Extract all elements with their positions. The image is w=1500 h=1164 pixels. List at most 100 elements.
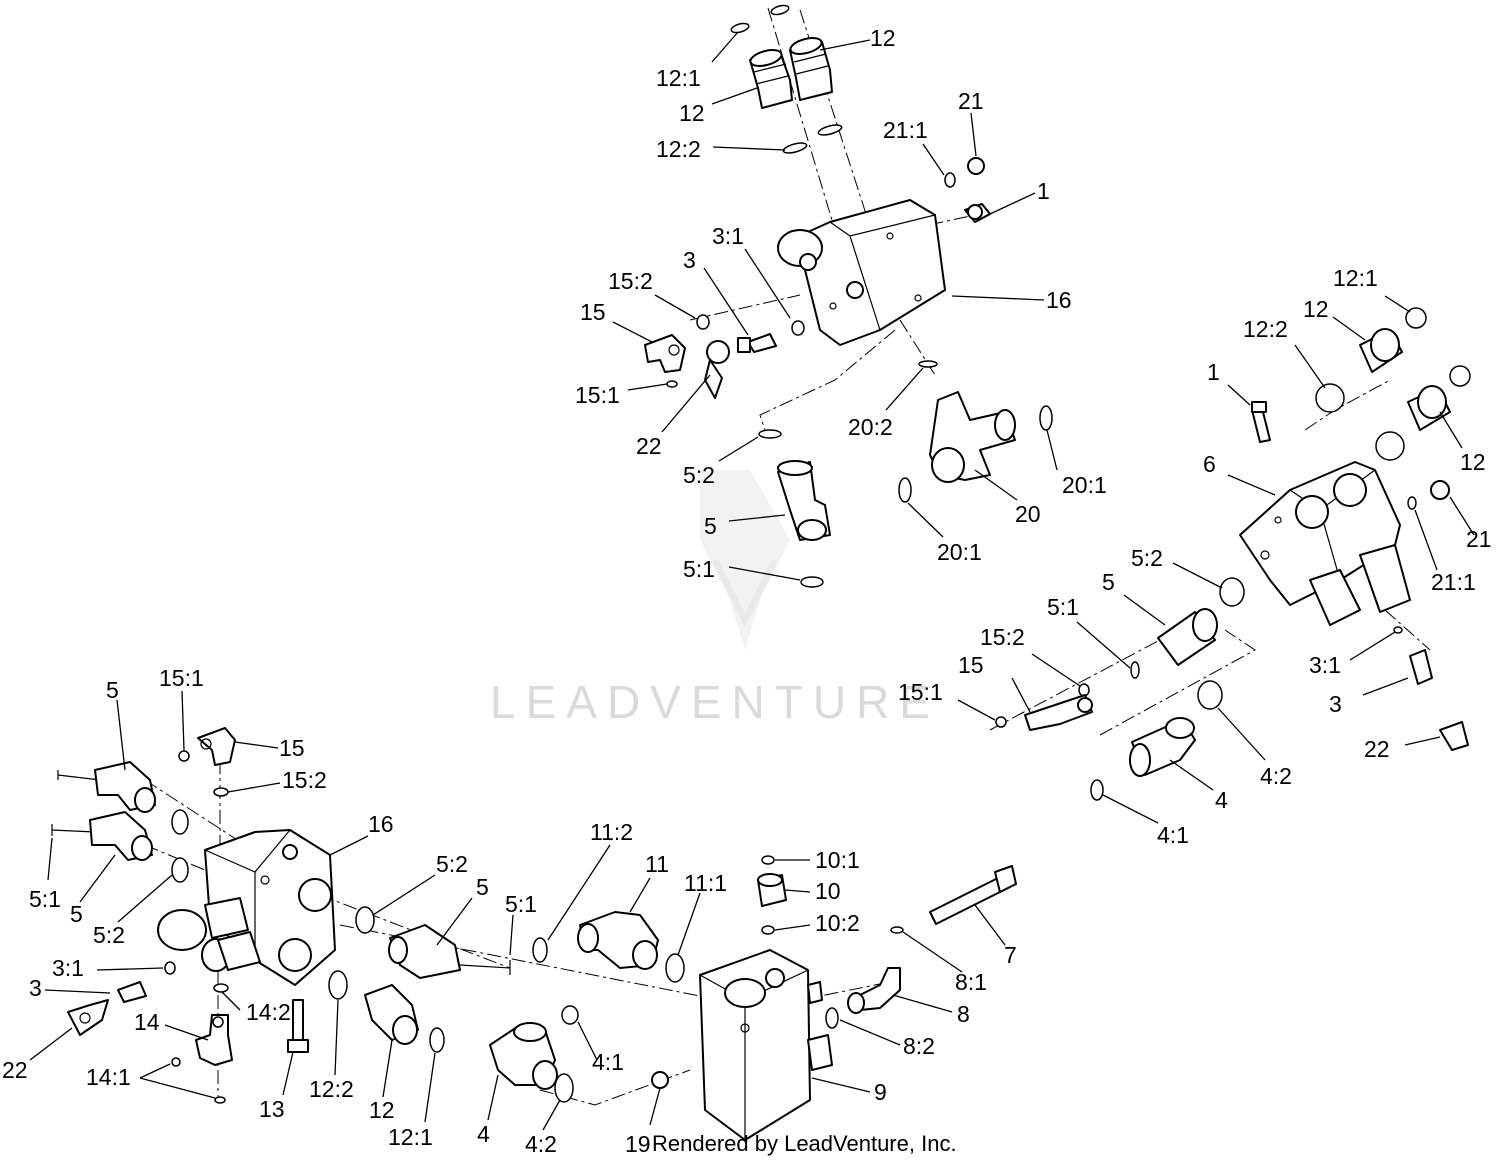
plug-19: [651, 1071, 669, 1089]
bolt-13: [287, 999, 309, 1053]
valve-block-16-top: [777, 199, 946, 346]
callout-label: 12:2: [1243, 316, 1288, 342]
callout-label: 3: [29, 975, 42, 1001]
callout-label: 15: [580, 299, 606, 325]
callout-label: 3: [1329, 691, 1342, 717]
callout-label: 4:2: [1260, 763, 1292, 789]
plug-1-top: [964, 203, 991, 223]
o-ring-15-1: [666, 380, 678, 388]
callout-label: 22: [636, 433, 662, 459]
fitting-5-bottom-upper: [57, 761, 156, 813]
o-ring-15-2-right: [1078, 683, 1090, 697]
callout-label: 12:1: [656, 65, 701, 91]
fitting-12-right: [789, 37, 833, 101]
callout-label: 21:1: [1431, 569, 1476, 595]
callout-label: 5: [1102, 569, 1115, 595]
callout-label: 15:1: [159, 665, 204, 691]
callout-label: 14:1: [86, 1064, 131, 1090]
elbow-15-right: [1024, 694, 1093, 731]
elbow-15-bottom: [178, 727, 236, 797]
fitting-12-left: [749, 49, 793, 109]
watermark-text: LEADVENTURE: [490, 676, 940, 728]
top-valve-assembly: [644, 4, 1053, 588]
callout-label: 5:1: [1047, 594, 1079, 620]
callouts-bottom: 5 15:1 15 15:2 16 5:2 5 5:1 5:1 5 5:2 3:…: [2, 665, 1017, 1157]
o-ring-4-1-right: [1090, 779, 1104, 801]
bolt-1-right: [1251, 401, 1271, 443]
callout-label: 15:2: [282, 767, 327, 793]
callout-label: 4: [1215, 787, 1228, 813]
callout-label: 12:2: [656, 136, 701, 162]
callout-label: 12: [1460, 449, 1486, 475]
callout-label: 5: [704, 513, 717, 539]
o-ring-4-1-bottom: [561, 1005, 579, 1025]
o-ring-4-2-right: [1197, 680, 1223, 710]
callout-label: 12: [679, 100, 705, 126]
valve-block-6: [1239, 461, 1411, 626]
callout-label: 15: [279, 735, 305, 761]
leader-lines: [29, 31, 1475, 1131]
callout-label: 3:1: [712, 223, 744, 249]
fitting-12-bottom: [364, 984, 419, 1045]
elbow-8: [825, 926, 904, 1029]
o-ring-3-1: [791, 320, 805, 336]
fitting-12-right-upper: [1359, 328, 1403, 373]
elbow-15-top: [644, 334, 686, 373]
callout-label: 20:2: [848, 414, 893, 440]
callout-label: 1: [1037, 178, 1050, 204]
callout-label: 20:1: [1062, 472, 1107, 498]
callout-label: 4:2: [525, 1131, 557, 1157]
callout-label: 21:1: [883, 117, 928, 143]
callout-label: 1: [1207, 359, 1220, 385]
callout-label: 21: [958, 88, 984, 114]
callout-label: 11:1: [684, 870, 727, 896]
bolt-7: [929, 865, 1017, 925]
callout-label: 4:1: [1157, 822, 1189, 848]
callouts-top: 12:1 12 12 12:2 21:1 21 1 3:1 15:2 3 15 …: [575, 25, 1107, 582]
o-ring-11-1: [665, 953, 685, 983]
callout-label: 12: [870, 25, 896, 51]
o-ring-12-1-bottom: [429, 1027, 445, 1053]
callout-label: 15:1: [898, 679, 943, 705]
plug-21-top: [944, 157, 985, 188]
elbow-4-right: [1129, 717, 1196, 777]
callout-label: 10: [815, 878, 841, 904]
callout-label: 15:2: [980, 624, 1025, 650]
callout-label: 4: [477, 1121, 490, 1147]
callout-label: 5:1: [505, 891, 537, 917]
fitting-10: [757, 855, 787, 935]
fitting-3-right: [1393, 626, 1433, 685]
callout-label: 5:2: [1131, 545, 1163, 571]
bottom-valve-assembly: [51, 727, 1017, 1141]
callout-label: 9: [874, 1079, 887, 1105]
callout-label: 8: [957, 1001, 970, 1027]
fitting-5-bottom-lower: [51, 811, 153, 861]
elbow-4-bottom: [489, 1022, 558, 1090]
tee-fitting-20: [898, 360, 1053, 503]
valve-block-9: [699, 949, 833, 1141]
o-ring-5-upper: [171, 809, 189, 835]
callout-label: 7: [1004, 942, 1017, 968]
callout-label: 15:2: [608, 268, 653, 294]
callout-label: 8:1: [955, 969, 987, 995]
cap-22-right: [1439, 721, 1469, 751]
callout-label: 5:1: [29, 886, 61, 912]
callout-label: 16: [1046, 287, 1072, 313]
callout-label: 12:1: [1333, 265, 1378, 291]
o-ring-12-2-bottom: [328, 970, 348, 1000]
fitting-3-bottom: [117, 961, 176, 1003]
footer-credit: Rendered by LeadVenture, Inc.: [652, 1131, 957, 1156]
o-ring-5-2-bottom: [171, 857, 189, 883]
callout-label: 5:2: [93, 922, 125, 948]
fitting-3-top: [737, 333, 777, 353]
callout-label: 19: [625, 1131, 651, 1157]
fitting-12-right-lower: [1407, 385, 1451, 431]
callout-label: 20:1: [937, 539, 982, 565]
tee-fitting-14: [171, 983, 233, 1104]
cap-22-top: [704, 340, 730, 399]
callout-label: 15: [958, 652, 984, 678]
callout-label: 3:1: [52, 955, 84, 981]
callout-label: 12: [1303, 296, 1329, 322]
callout-label: 12:1: [388, 1124, 433, 1150]
